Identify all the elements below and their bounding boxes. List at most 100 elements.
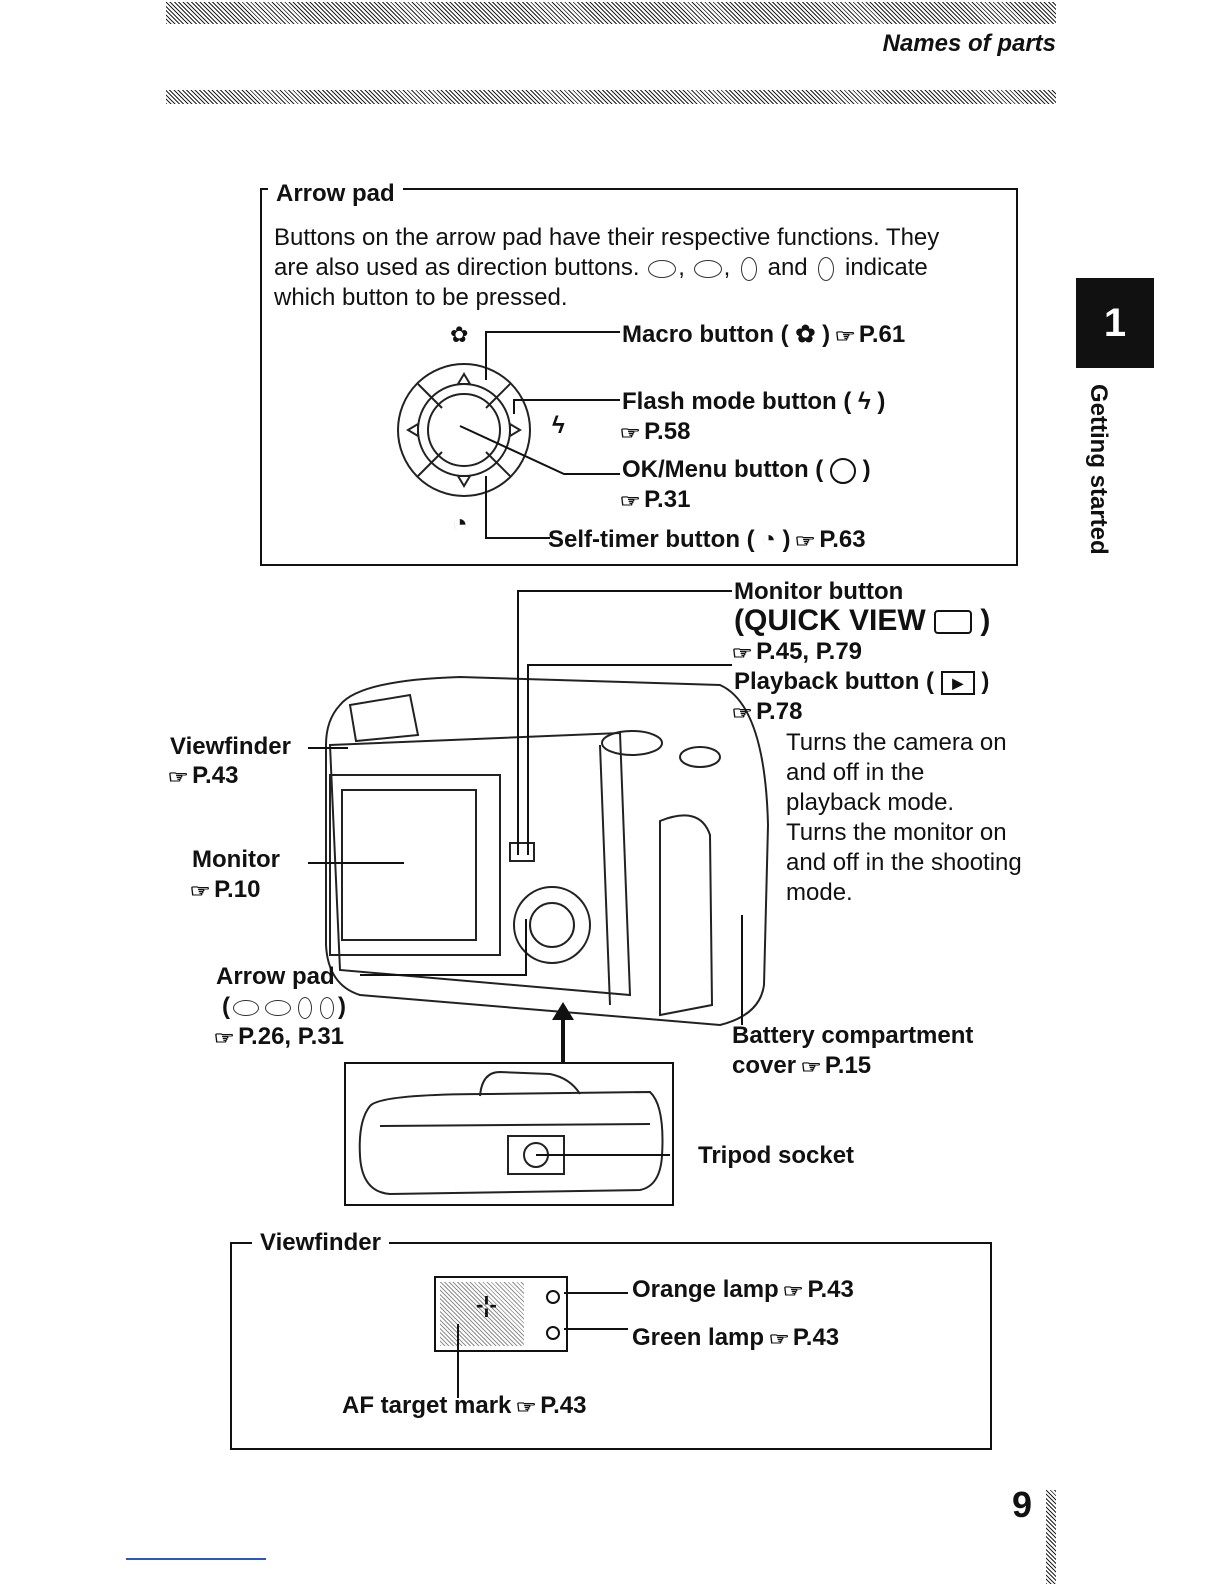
self-timer-icon-inline: ◔	[761, 526, 776, 553]
camera-bottom-illustration	[358, 1070, 670, 1196]
battery-ref-text: P.15	[824, 1052, 872, 1079]
ok-button-label: OK/Menu button ( )	[622, 456, 871, 484]
playback-desc-line: and off in the shooting	[786, 849, 1022, 876]
playback-desc-line: mode.	[786, 879, 853, 906]
chapter-title-text: Getting started	[1085, 384, 1112, 555]
ok-ref-text: P.31	[644, 486, 691, 513]
sep-1: ,	[678, 254, 685, 281]
pointing-hand-icon: ☞	[731, 703, 753, 723]
quick-view-icon	[934, 610, 973, 635]
viewfinder-box-title: Viewfinder	[252, 1229, 389, 1257]
viewfinder-ref: ☞P.43	[168, 762, 239, 790]
arrow-pad-box-title: Arrow pad	[268, 180, 403, 208]
pointing-hand-icon: ☞	[800, 1057, 822, 1077]
monitor-button-ref-text: P.45, P.79	[756, 638, 863, 665]
playback-desc-line: playback mode.	[786, 789, 955, 816]
down-arrow-icon	[693, 259, 722, 278]
monitor-button-label: Monitor button	[734, 578, 904, 605]
section-title: Names of parts	[882, 30, 1056, 57]
pointing-hand-icon: ☞	[619, 423, 641, 443]
quick-view-label: (QUICK VIEW )	[734, 604, 990, 638]
pointing-hand-icon: ☞	[515, 1397, 537, 1417]
af-target-label: AF target mark ☞P.43	[342, 1392, 586, 1420]
playback-close: )	[981, 668, 990, 695]
arrow-pad-icons: ()	[222, 993, 346, 1020]
playback-desc-line: and off in the	[786, 759, 925, 786]
monitor-ref-text: P.10	[214, 876, 261, 903]
arrow-pad-ref: ☞P.26, P.31	[214, 1023, 345, 1051]
pointing-hand-icon: ☞	[834, 326, 856, 346]
pointing-hand-icon: ☞	[731, 643, 753, 663]
right-arrow-icon	[818, 256, 835, 281]
arrow-pad-desc-1: Buttons on the arrow pad have their resp…	[274, 224, 940, 251]
ok-menu-icon	[829, 457, 856, 484]
desc-line2-text: are also used as direction buttons.	[274, 254, 640, 281]
battery-cover-text: cover	[732, 1052, 797, 1079]
macro-close: )	[822, 321, 831, 348]
macro-icon-inline: ✿	[795, 321, 816, 348]
up-arrow-icon	[648, 259, 677, 278]
desc-indicate: indicate	[844, 254, 928, 281]
monitor-label: Monitor	[192, 846, 280, 873]
pointing-hand-icon: ☞	[782, 1281, 804, 1301]
flash-ref: ☞P.58	[619, 418, 691, 446]
flash-label-text: Flash mode button (	[622, 388, 852, 415]
arrow-pad-label: Arrow pad	[216, 963, 335, 990]
quick-view-text: (QUICK VIEW	[734, 604, 926, 637]
playback-desc-line: Turns the camera on	[786, 729, 1007, 756]
macro-button-label: Macro button ( ✿ ) ☞P.61	[622, 320, 905, 349]
ok-ref: ☞P.31	[620, 486, 691, 514]
playback-label-text: Playback button (	[734, 668, 935, 695]
green-lamp-label: Green lamp ☞P.43	[632, 1324, 839, 1352]
playback-ref: ☞P.78	[731, 698, 803, 726]
viewfinder-label: Viewfinder	[170, 733, 291, 760]
header-rule-top	[166, 2, 1056, 24]
green-lamp-icon	[546, 1326, 560, 1340]
macro-icon: ✿	[450, 322, 469, 347]
chapter-title: Getting started	[1082, 384, 1112, 604]
orange-lamp-text: Orange lamp	[632, 1276, 779, 1303]
arrow-pad-box	[260, 188, 1018, 566]
orange-lamp-icon	[546, 1290, 560, 1304]
playback-icon: ▶	[940, 670, 975, 695]
page-edge-bar	[1046, 1490, 1056, 1584]
footer-link-line	[126, 1558, 266, 1560]
battery-label-2: cover ☞P.15	[732, 1052, 871, 1080]
arrow-pad-desc-2: are also used as direction buttons. , , …	[274, 254, 928, 282]
flash-icon: ϟ	[552, 412, 565, 439]
flash-ref-text: P.58	[644, 418, 691, 445]
self-timer-button-label: Self-timer button ( ◔ ) ☞P.63	[548, 526, 866, 554]
green-lamp-text: Green lamp	[632, 1324, 765, 1351]
flash-icon-inline: ϟ	[857, 388, 871, 415]
orange-ref-text: P.43	[807, 1276, 854, 1303]
pointing-hand-icon: ☞	[794, 531, 816, 551]
macro-ref: P.61	[858, 321, 906, 348]
selftimer-close: )	[782, 526, 791, 553]
right-arrow-icon	[320, 996, 334, 1019]
camera-bottom-view	[344, 1062, 674, 1206]
header-rule-bottom	[166, 90, 1056, 104]
viewfinder-box	[230, 1242, 992, 1450]
chapter-number: 1	[1103, 300, 1127, 345]
viewfinder-screen	[440, 1282, 524, 1346]
arrow-pad-desc-3: which button to be pressed.	[274, 284, 568, 311]
sep-2: ,	[723, 254, 731, 281]
page-number: 9	[1012, 1484, 1033, 1525]
self-timer-icon: ◔	[452, 508, 468, 538]
left-arrow-icon	[740, 256, 757, 281]
arrow-pad-ref-text: P.26, P.31	[238, 1023, 345, 1050]
orange-lamp-label: Orange lamp ☞P.43	[632, 1276, 854, 1304]
chapter-tab: 1	[1076, 278, 1154, 368]
af-target-mark-icon: -¦-	[476, 1292, 497, 1317]
ok-close: )	[862, 456, 871, 483]
camera-illustration	[308, 590, 770, 1027]
macro-label-text: Macro button (	[622, 321, 789, 348]
pointing-hand-icon: ☞	[768, 1329, 790, 1349]
af-target-text: AF target mark	[342, 1392, 512, 1419]
selftimer-ref: P.63	[819, 526, 866, 553]
viewfinder-leaders	[457, 1292, 628, 1398]
up-arrow-indicator	[552, 1002, 574, 1064]
tripod-socket-label: Tripod socket	[698, 1142, 855, 1169]
down-arrow-icon	[265, 999, 291, 1016]
playback-desc-line: Turns the monitor on	[786, 819, 1007, 846]
